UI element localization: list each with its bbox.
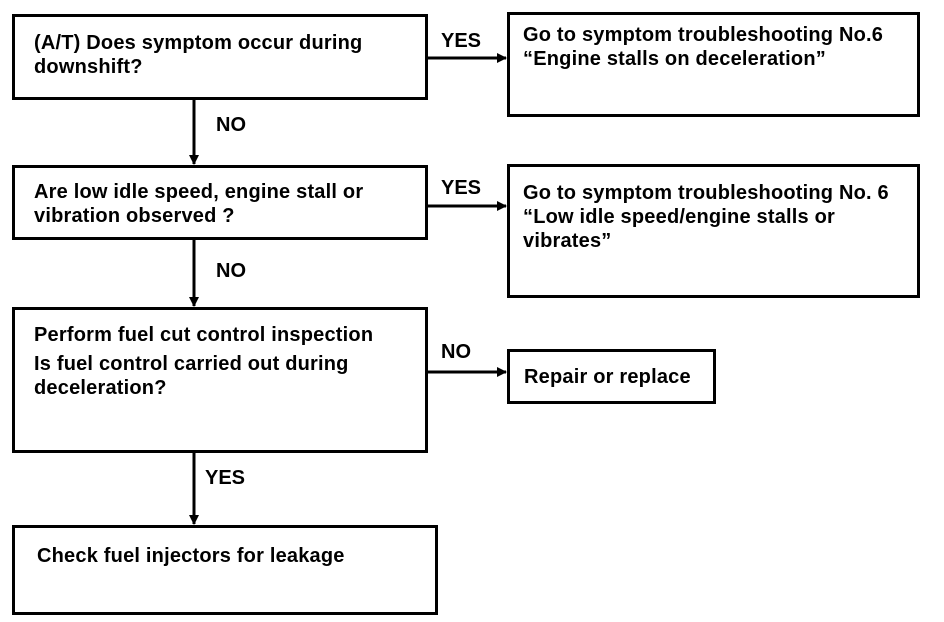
decision-text-line: Is fuel control carried out during — [34, 353, 349, 375]
decision-text-line: downshift? — [34, 56, 143, 78]
decision-text-line: deceleration? — [34, 377, 167, 399]
result-text-line: “Engine stalls on deceleration” — [523, 48, 826, 70]
result-box-low-idle-speed: Go to symptom troubleshooting No. 6 “Low… — [507, 164, 920, 298]
branch-label-yes: YES — [205, 467, 246, 489]
result-text-line: Go to symptom troubleshooting No. 6 — [523, 182, 889, 204]
decision-box-downshift: (A/T) Does symptom occur during downshif… — [12, 14, 428, 100]
result-text-line: Repair or replace — [524, 366, 691, 388]
decision-box-idle-stall: Are low idle speed, engine stall or vibr… — [12, 165, 428, 240]
result-box-repair-replace: Repair or replace — [507, 349, 716, 404]
action-text-line: Check fuel injectors for leakage — [37, 545, 345, 567]
decision-text-line: Are low idle speed, engine stall or — [34, 181, 364, 203]
decision-text-line: (A/T) Does symptom occur during — [34, 32, 363, 54]
result-text-line: “Low idle speed/engine stalls or — [523, 206, 836, 228]
branch-label-yes: YES — [441, 30, 482, 52]
decision-box-fuel-cut: Perform fuel cut control inspection Is f… — [12, 307, 428, 453]
result-text-line: vibrates” — [523, 230, 612, 252]
result-box-stalls-on-deceleration: Go to symptom troubleshooting No.6 “Engi… — [507, 12, 920, 117]
action-box-check-injectors: Check fuel injectors for leakage — [12, 525, 438, 615]
branch-label-yes: YES — [441, 177, 482, 199]
branch-label-no: NO — [216, 114, 246, 136]
decision-text-line: vibration observed ? — [34, 205, 235, 227]
decision-text-line: Perform fuel cut control inspection — [34, 324, 374, 346]
result-text-line: Go to symptom troubleshooting No.6 — [523, 24, 884, 46]
branch-label-no: NO — [216, 260, 246, 282]
branch-label-no: NO — [441, 341, 471, 363]
